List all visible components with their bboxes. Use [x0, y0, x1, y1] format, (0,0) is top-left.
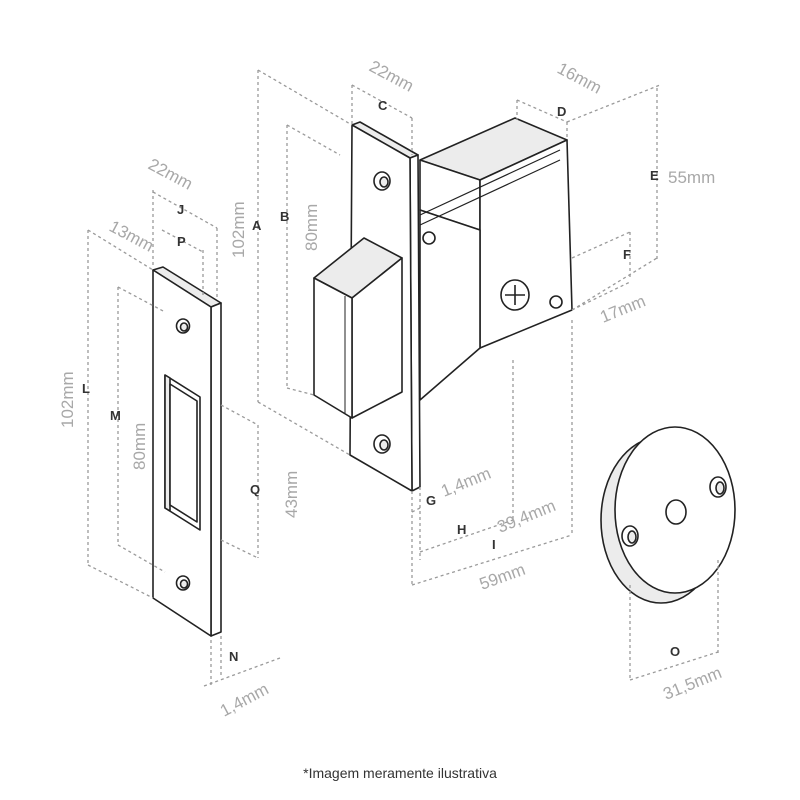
measure-h: 39,4mm — [494, 496, 558, 537]
measure-q: 43mm — [282, 471, 301, 518]
measure-f: 17mm — [597, 291, 648, 326]
letter-j: J — [177, 202, 184, 217]
letter-o: O — [670, 644, 680, 659]
letter-a: A — [252, 218, 262, 233]
letter-c: C — [378, 98, 388, 113]
measure-b: 80mm — [302, 204, 321, 251]
measure-e: 55mm — [668, 168, 715, 187]
measure-j: 22mm — [145, 155, 196, 194]
dimension-letters: C D E F A B G H I J P L M Q N O — [82, 98, 680, 664]
letter-p: P — [177, 234, 186, 249]
measure-m: 80mm — [130, 423, 149, 470]
measure-p: 13mm — [106, 217, 157, 256]
letter-n: N — [229, 649, 238, 664]
letter-e: E — [650, 168, 659, 183]
letter-g: G — [426, 493, 436, 508]
illustrative-image-caption: *Imagem meramente ilustrativa — [303, 765, 497, 781]
measure-l: 102mm — [58, 371, 77, 428]
letter-i: I — [492, 537, 496, 552]
escutcheon-rose — [600, 426, 736, 604]
measure-g: 1,4mm — [438, 464, 493, 501]
letter-q: Q — [250, 482, 260, 497]
case-rivet-bottom — [549, 295, 563, 309]
letter-f: F — [623, 247, 631, 262]
measure-o: 31,5mm — [660, 663, 724, 704]
letter-b: B — [280, 209, 289, 224]
rose-center-hole — [665, 499, 687, 525]
letter-h: H — [457, 522, 466, 537]
letter-m: M — [110, 408, 121, 423]
dimension-lines — [87, 69, 719, 688]
mortise-lock-body — [313, 117, 573, 492]
letter-d: D — [557, 104, 566, 119]
measure-d: 16mm — [554, 59, 605, 98]
case-rivet-top — [422, 231, 436, 245]
strike-plate — [152, 266, 222, 637]
letter-l: L — [82, 381, 90, 396]
measure-c: 22mm — [366, 57, 417, 96]
measure-n: 1,4mm — [217, 679, 272, 720]
measure-i: 59mm — [477, 560, 528, 594]
measure-a: 102mm — [229, 201, 248, 258]
